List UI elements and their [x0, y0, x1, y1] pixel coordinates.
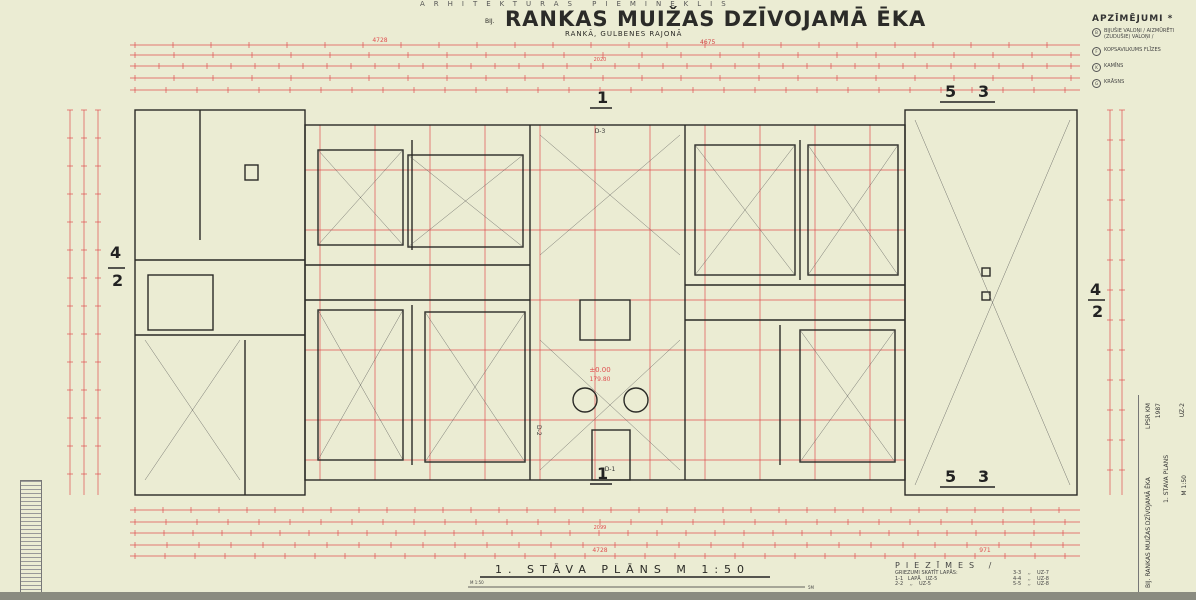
legend-symbol-icon: F — [1092, 47, 1101, 56]
legend-symbol-icon: B — [1092, 28, 1101, 37]
legend-symbol-icon: G — [1092, 79, 1101, 88]
legend-label: KAMĪNS — [1104, 63, 1124, 69]
bottom-edge — [0, 592, 1196, 600]
legend-label: KOPSAVILKUMS FLĪZES — [1104, 47, 1161, 53]
section-marker-2-right: 2 — [1092, 302, 1104, 321]
dimension-top-total: 4728 — [372, 37, 387, 44]
notes-line: 2-2 ,, UZ-5 — [895, 581, 931, 587]
vault-diagonal — [407, 154, 524, 248]
section-marker-4-right: 4 — [1090, 280, 1102, 299]
vault-diagonal — [424, 311, 526, 463]
legend-label: KRĀSNS — [1104, 79, 1125, 85]
section-lines — [108, 101, 1105, 578]
section-marker-4-left: 4 — [110, 243, 122, 262]
plan-title: 1. STĀVA PLĀNS M 1:50 — [495, 563, 751, 576]
title-block-sheet-title: 1. STĀVA PLĀNS — [1163, 455, 1170, 503]
dimension-bottom-total: 4728 — [592, 547, 607, 554]
vault-diagonal — [539, 134, 681, 256]
title-block: LPSR KM 1987 UZ-2 BIJ. RANKAS MUIŽAS DZĪ… — [1138, 395, 1195, 592]
notes-line: 5-5 ,, UZ-8 — [1013, 581, 1049, 587]
title-block-year: 1987 — [1155, 403, 1162, 419]
vault-diagonal — [914, 119, 1071, 486]
drawing-title: RANKAS MUIŽAS DZĪVOJAMĀ ĒKA — [505, 7, 927, 31]
notes-line: 1-1 LAPĀ UZ-5 — [895, 575, 938, 582]
section-marker-2-left: 2 — [112, 271, 124, 290]
vault-diagonal — [317, 149, 404, 246]
section-marker-3-top: 3 — [978, 82, 990, 101]
notes-line: 4-4 ,, UZ-8 — [1013, 575, 1049, 582]
notes-lines: GRIEZUMI SKATĪT LAPĀS: 1-1 LAPĀ UZ-5 2-2… — [895, 570, 1135, 588]
door-d2-label: D-2 — [535, 425, 542, 436]
section-marker-1-top: 1 — [597, 88, 609, 107]
vault-diagonal — [539, 339, 681, 471]
notes-line: GRIEZUMI SKATĪT LAPĀS: — [895, 570, 958, 576]
section-marker-1-bottom: 1 — [597, 464, 609, 483]
elevation-zero-label: ±0.00 — [589, 366, 610, 374]
dimension-top-mid: 2020 — [594, 57, 607, 63]
section-marker-5-top: 5 — [945, 82, 957, 101]
legend-title: APZĪMĒJUMI * — [1092, 14, 1174, 24]
vault-diagonal — [317, 309, 404, 461]
drawing-subtitle: RANKĀ, GULBENES RAJONĀ — [565, 30, 683, 38]
legend-symbol-icon: K — [1092, 63, 1101, 72]
vault-diagonals — [144, 119, 1071, 486]
notes-line: 3-3 ,, UZ-7 — [1013, 570, 1049, 576]
scale-bar-end: 5M — [808, 585, 815, 590]
elevation-abs-label: 179.80 — [590, 376, 611, 383]
section-marker-5-bottom: 5 — [945, 467, 957, 486]
notes-title: PIEZĪMES / — [895, 561, 998, 570]
drawing-code: 4675 — [700, 39, 716, 46]
header-prefix: BIJ. — [485, 18, 495, 25]
title-block-org: LPSR KM — [1145, 403, 1152, 429]
dimension-bottom-mid: 2099 — [594, 525, 607, 531]
legend-label: BIJUŠIE VALOŅI / AIZMŪRĒTI (ZUDUŠIE) VAL… — [1104, 28, 1175, 40]
section-marker-3-bottom: 3 — [978, 467, 990, 486]
walls — [134, 109, 1078, 496]
door-d1-label: D-1 — [605, 466, 616, 473]
approval-stamp — [20, 480, 42, 594]
vault-diagonal — [144, 339, 241, 481]
door-d3-label: D-3 — [595, 128, 606, 135]
scale-bar-start: M 1:50 — [470, 580, 484, 585]
vault-diagonal — [799, 329, 896, 463]
vault-diagonal — [694, 144, 796, 276]
dimension-bottom-right: 971 — [979, 547, 991, 554]
title-block-project: BIJ. RANKAS MUIŽAS DZĪVOJAMĀ ĒKA — [1145, 477, 1152, 588]
header-top-line: ARHITEKTŪRAS PIEMINEKLIS — [420, 0, 735, 8]
vault-diagonal — [807, 144, 899, 276]
title-block-scale: M 1:50 — [1181, 475, 1188, 496]
title-block-sheet-no: UZ-2 — [1179, 403, 1186, 418]
notes: PIEZĪMES / GRIEZUMI SKATĪT LAPĀS: 1-1 LA… — [895, 561, 1135, 588]
